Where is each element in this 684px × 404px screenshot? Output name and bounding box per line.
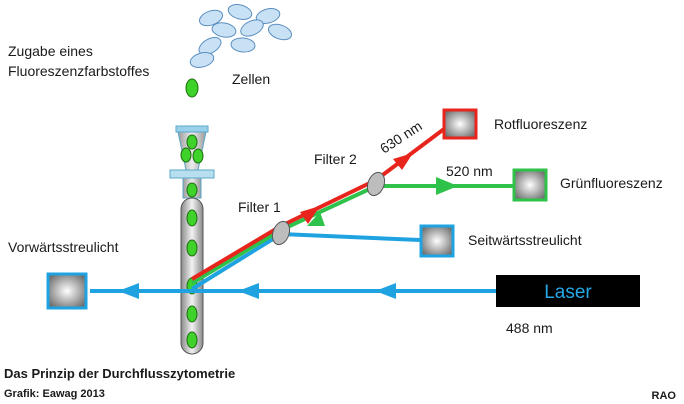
forward-scatter-label: Vorwärtsstreulicht	[8, 239, 119, 255]
dye-label-line2: Fluoreszenzfarbstoffes	[8, 63, 149, 79]
filter-2-label: Filter 2	[314, 151, 357, 167]
diagram-caption: Das Prinzip der Durchflusszytometrie	[4, 366, 236, 381]
cells-label: Zellen	[232, 71, 270, 87]
red-fluorescence-label: Rotfluoreszenz	[494, 116, 587, 132]
emission-beams	[190, 121, 514, 291]
green-fluorescence-detector	[512, 168, 548, 202]
wavelength-laser-label: 488 nm	[506, 320, 553, 336]
side-scatter-detector	[419, 224, 455, 258]
unstained-cells	[189, 4, 293, 68]
graphic-credit: Grafik: Eawag 2013	[4, 388, 105, 400]
laser-label: Laser	[544, 282, 592, 303]
flow-nozzle	[169, 125, 215, 199]
green-fluorescence-label: Grünfluoreszenz	[560, 175, 663, 191]
red-fluorescence-detector	[442, 108, 478, 140]
forward-scatter-detector	[46, 272, 88, 310]
side-scatter-label: Seitwärtsstreulicht	[468, 232, 582, 248]
filter-1	[271, 220, 291, 246]
filter-1-label: Filter 1	[238, 199, 281, 215]
author-signature: RAO	[651, 390, 676, 402]
filter-2	[366, 171, 386, 197]
flow-tube	[180, 197, 204, 355]
wavelength-green-label: 520 nm	[446, 163, 493, 179]
laser-source: Laser	[496, 275, 640, 307]
stained-cell-falling	[185, 78, 199, 98]
dye-label-line1: Zugabe eines	[8, 43, 93, 59]
laser-beam	[90, 283, 496, 299]
